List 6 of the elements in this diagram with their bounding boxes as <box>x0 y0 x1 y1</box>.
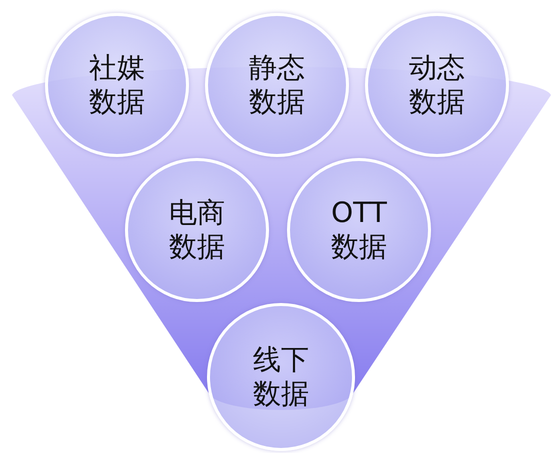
bubble-label: OTT数据 <box>330 196 388 264</box>
bubble-label: 线下数据 <box>252 343 310 411</box>
bubble-label: 社媒数据 <box>88 51 146 119</box>
bubble-label: 静态数据 <box>248 51 306 119</box>
bubble-label: 电商数据 <box>168 196 226 264</box>
bubble-label: 动态数据 <box>408 51 466 119</box>
